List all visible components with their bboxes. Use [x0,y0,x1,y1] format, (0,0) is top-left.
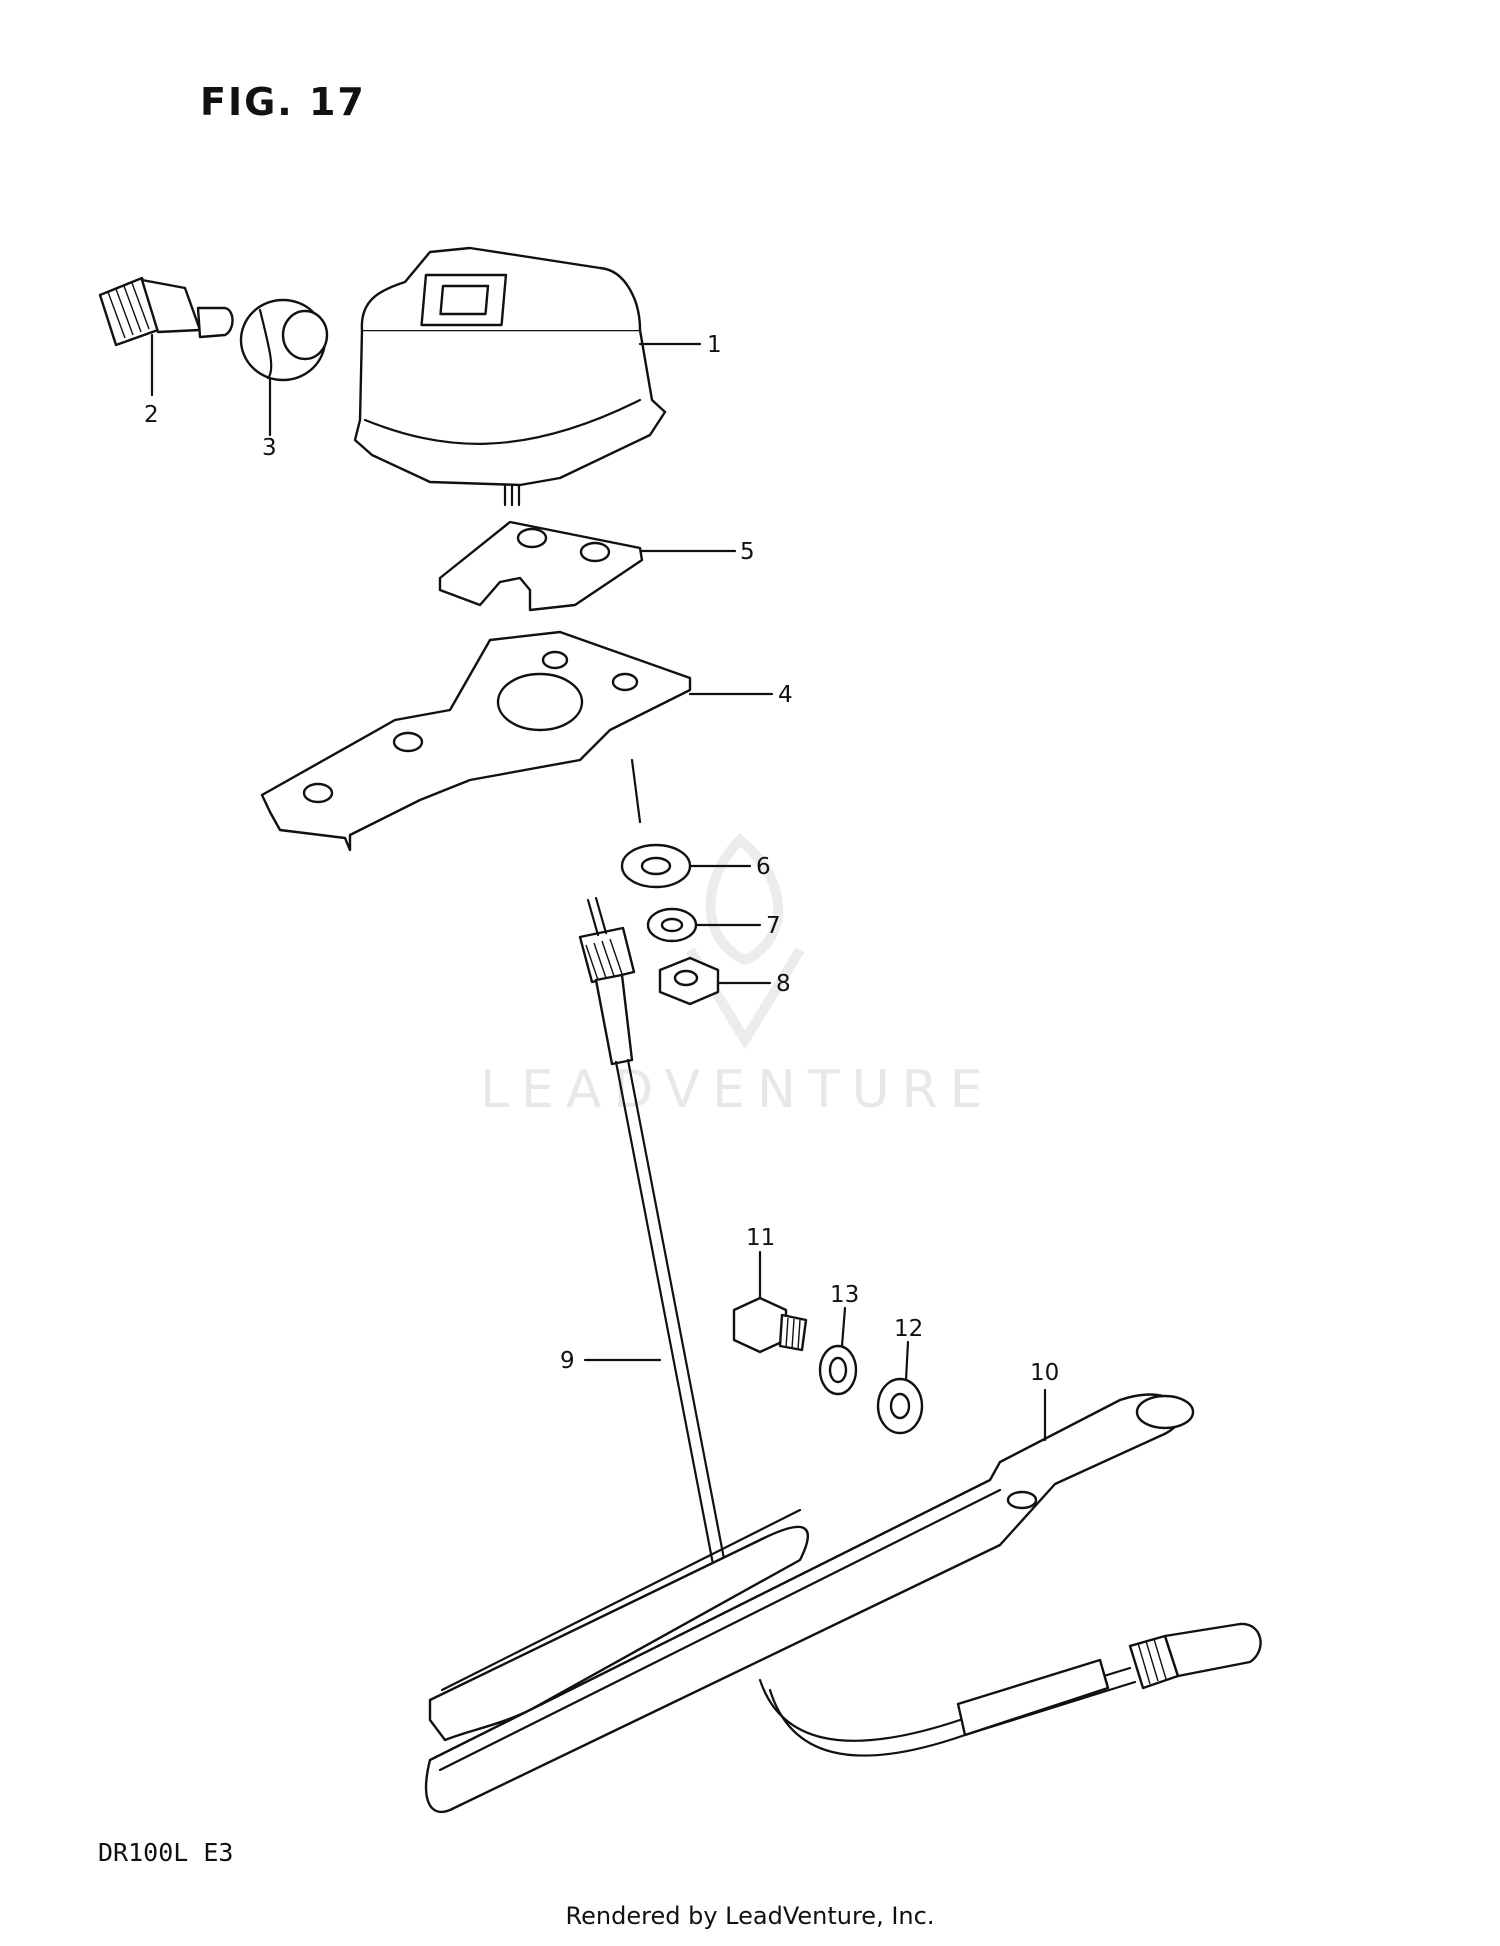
part-10-stay [424,1393,1195,1813]
callout-2: 2 [144,402,159,428]
callout-4: 4 [778,682,793,708]
watermark-logo [685,833,805,1050]
callout-10: 10 [1030,1360,1059,1386]
callout-12: 12 [894,1316,923,1342]
callout-13: 13 [830,1282,859,1308]
callout-6: 6 [756,854,771,880]
callout-3: 3 [262,435,277,461]
part-11-bolt [732,1296,808,1354]
part-3-grommet [239,298,329,382]
part-1-speedometer [353,246,667,507]
figure-title: FIG. 17 [200,80,366,124]
callout-1: 1 [707,332,722,358]
part-9-cable [578,896,1262,1757]
leader-lines [150,333,1047,1442]
callout-9: 9 [560,1348,575,1374]
footer-credit: Rendered by LeadVenture, Inc. [565,1902,935,1930]
callout-7: 7 [766,913,781,939]
part-5-plate [438,520,644,612]
model-code: DR100L E3 [98,1838,234,1867]
part-4-bracket [260,630,692,852]
watermark-text: LEADVENTURE [480,1060,995,1120]
part-2-cable-fitting [98,276,234,347]
callout-5: 5 [740,539,755,565]
callout-8: 8 [776,971,791,997]
callout-11: 11 [746,1225,775,1251]
